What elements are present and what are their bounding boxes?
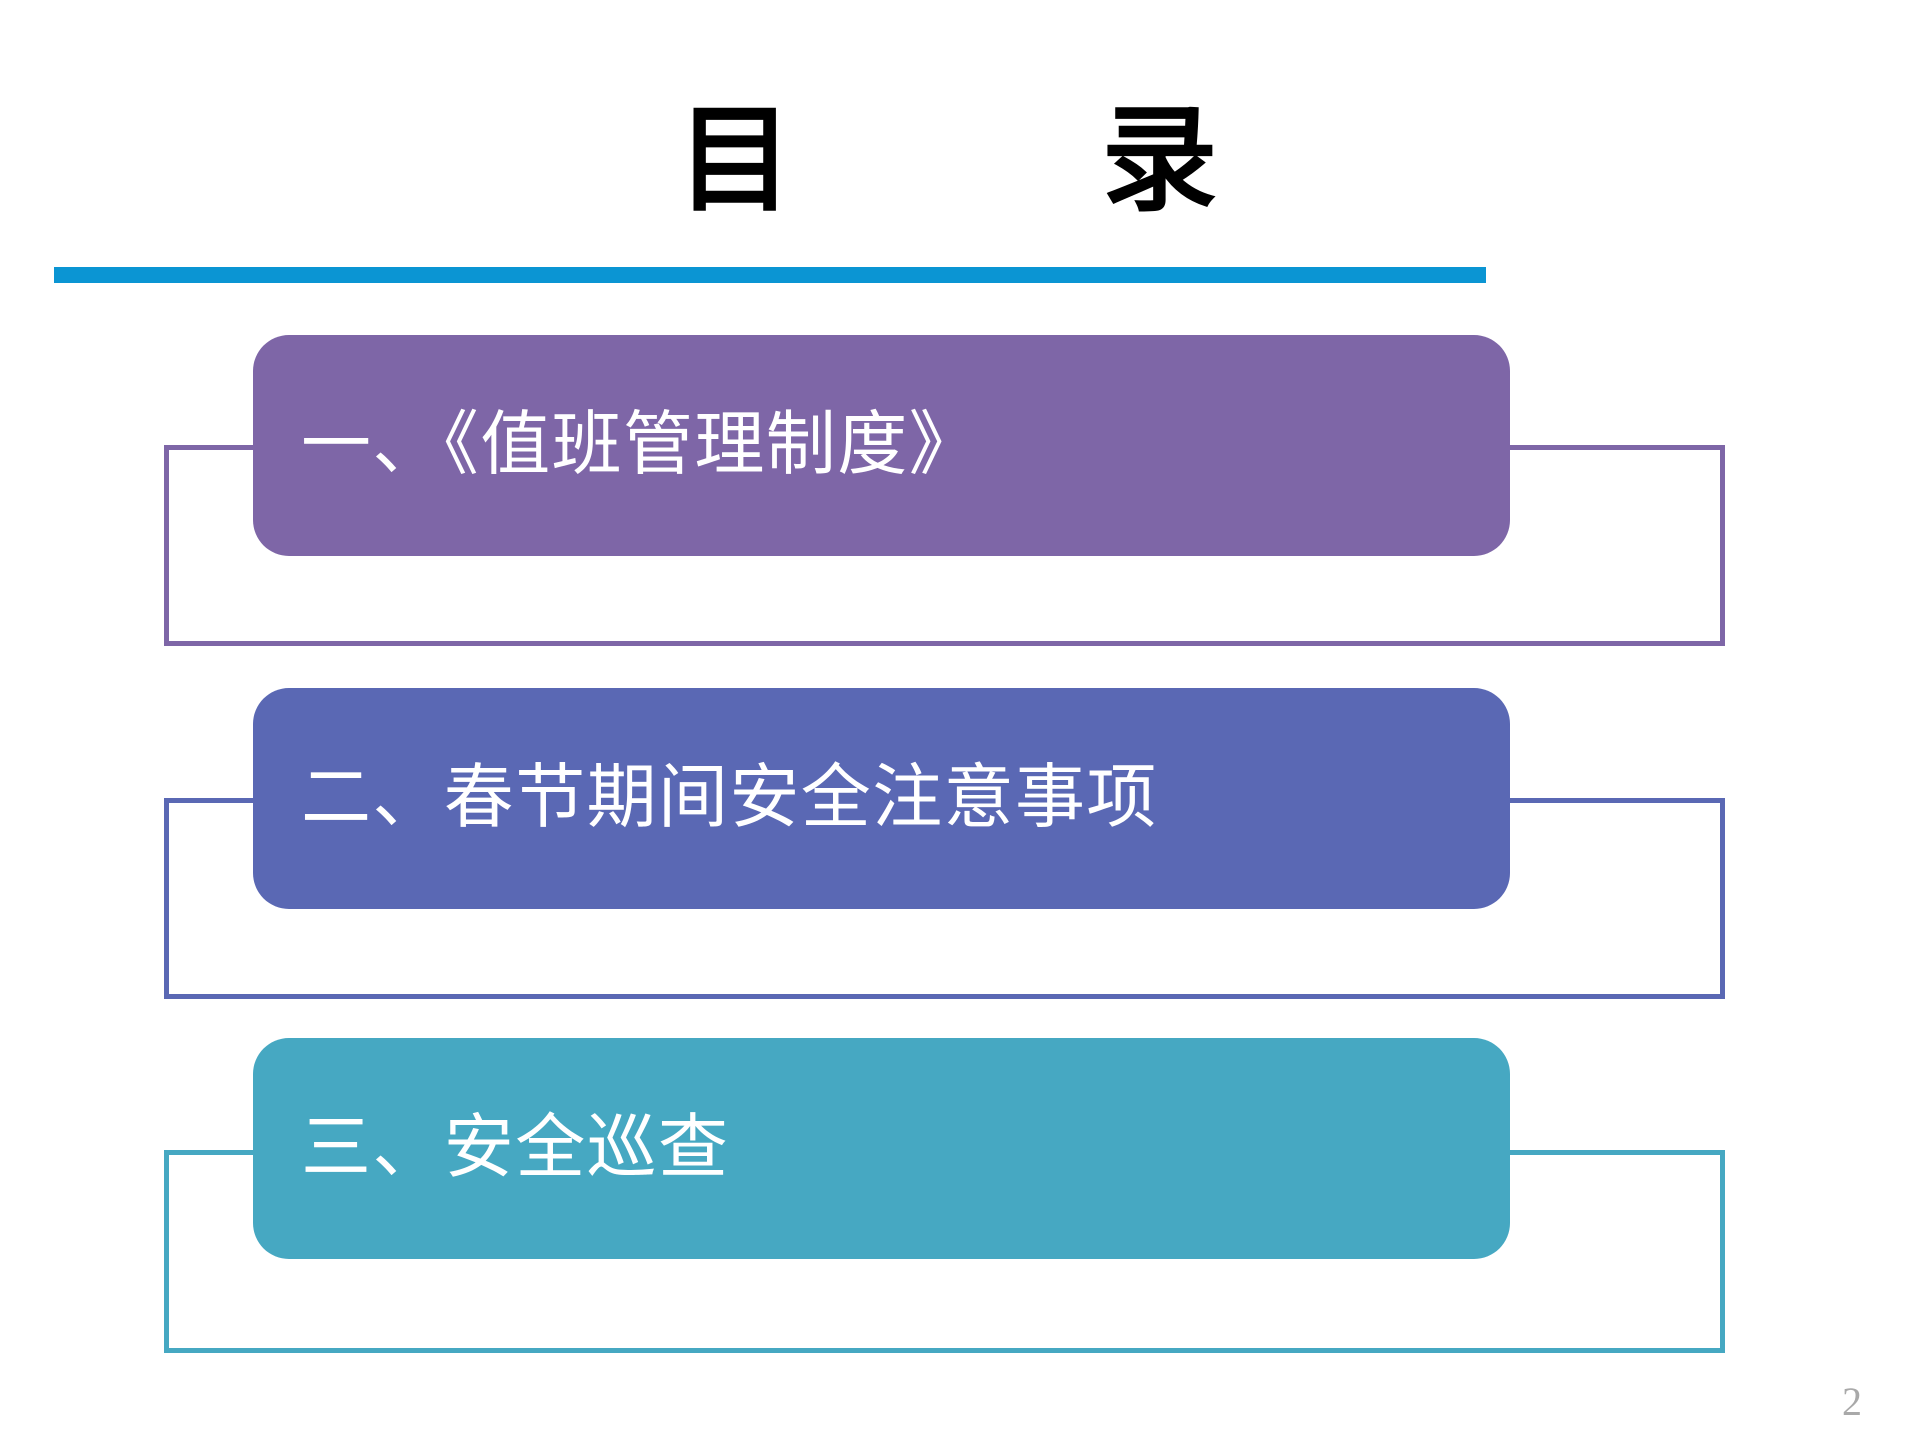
page-number: 2: [1842, 1379, 1862, 1424]
agenda-item-1[interactable]: 一、《值班管理制度》: [253, 335, 1510, 556]
agenda-item-2[interactable]: 二、春节期间安全注意事项: [253, 688, 1510, 909]
page-title: 目 录: [676, 93, 1244, 228]
agenda-item-label-2: 二、春节期间安全注意事项: [301, 759, 1158, 837]
title-underline-rule: [54, 267, 1486, 283]
agenda-item-3[interactable]: 三、安全巡查: [253, 1038, 1510, 1259]
agenda-item-label-1: 一、《值班管理制度》: [301, 406, 980, 484]
agenda-item-label-3: 三、安全巡查: [301, 1109, 730, 1187]
